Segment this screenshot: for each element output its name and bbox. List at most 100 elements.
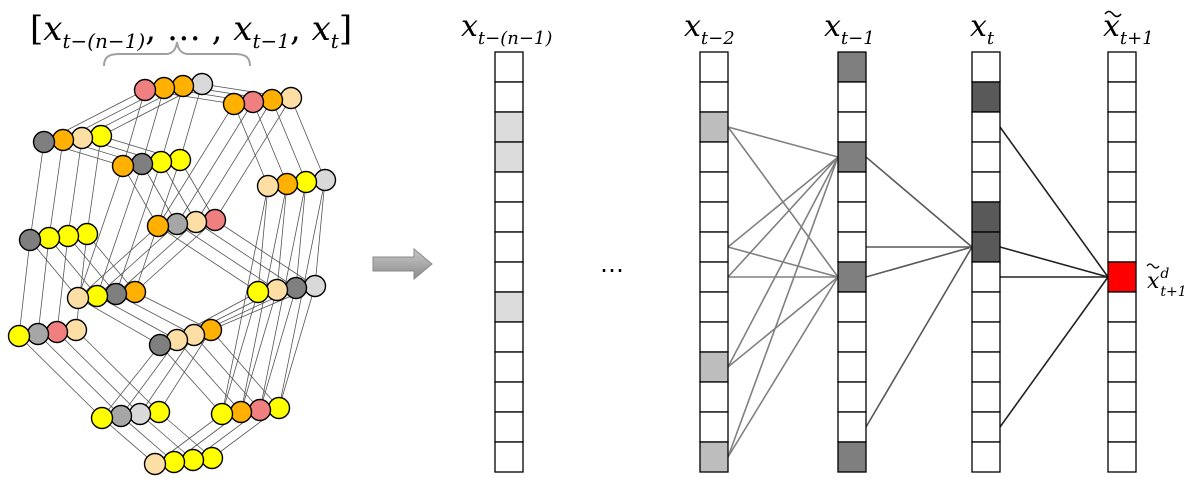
bond-line [115,221,197,295]
feature-cell [1107,381,1137,413]
feature-cell [971,321,1001,353]
atom-node [146,214,170,238]
bond-line [257,185,269,293]
feature-cell [1107,351,1137,383]
feature-cell [971,411,1001,443]
feature-cell-active [837,141,867,173]
feature-cell [699,201,729,233]
feature-cell [837,411,867,443]
feature-cell-active [494,291,524,323]
feature-cell-active [837,51,867,83]
bond-line [75,233,88,331]
bond-line [86,135,102,235]
bond-line [29,239,79,299]
feature-cell [699,291,729,323]
feature-cell [971,381,1001,413]
bond-line [139,413,194,461]
bond-line [115,161,162,295]
connection-lines [727,126,1109,458]
atom-node [148,333,172,357]
atom-node [184,210,208,234]
feature-cell [699,141,729,173]
bond-line [233,103,269,187]
connection-line [999,126,1109,278]
feature-cell-active [699,111,729,143]
feature-cell [971,441,1001,473]
feature-cell [1107,141,1137,173]
atom-node [267,396,291,420]
connection-line [727,156,839,368]
atom-node [168,148,192,172]
connection-line [727,156,839,278]
bond-line [160,85,184,163]
atom-node [89,124,113,148]
feature-cell [699,51,729,83]
atom-node [32,130,56,154]
atom-node [279,86,303,110]
atom-node [275,172,299,196]
atom-node [284,276,308,300]
connection-line [865,156,973,248]
feature-cell-active [699,351,729,383]
bond-line [259,287,297,411]
feature-cell-active [971,231,1001,263]
bond-line [122,165,159,227]
atom-node [294,170,318,194]
bond-line [139,334,195,415]
atom-node [190,72,214,96]
sequence-label: [xt−(n−1), … , xt−1, xt] [30,9,352,53]
atom-node [130,152,154,176]
atom-node [85,284,109,308]
connection-line [727,276,839,368]
connection-line [999,246,1109,278]
bond-line [240,289,278,413]
feature-cell-active [494,141,524,173]
connection-line [727,156,839,458]
feature-cell-active [971,81,1001,113]
atom-node [256,174,280,198]
molecule-bonds [18,83,326,465]
feature-cell-active [971,201,1001,233]
atom-node [123,280,147,304]
feature-cell [1107,51,1137,83]
bond-line [176,101,254,225]
feature-cell [494,171,524,203]
bond-line [48,237,98,297]
connection-line [727,126,839,158]
bond-line [96,223,178,297]
bond-line [101,344,161,419]
bond-line [86,233,136,293]
feature-cell-active [494,111,524,143]
feature-cell [1107,201,1137,233]
feature-cell [494,231,524,263]
bond-line [37,237,50,335]
feature-cell [699,81,729,113]
atom-node [133,78,157,102]
column-x-t-minus-2 [699,51,729,473]
feature-cell [837,231,867,263]
feature-cell-active [699,441,729,473]
bond-line [290,97,326,181]
feature-cell-active [837,441,867,473]
feature-cell [699,321,729,353]
bond-line [67,235,117,295]
atom-node [104,282,128,306]
feature-cell [971,291,1001,323]
bond-line [134,219,216,293]
bond-line [122,89,146,167]
feature-cell [837,381,867,413]
column-label: xt+1 [1103,9,1154,49]
bond-line [56,331,141,415]
bond-line [101,417,156,465]
feature-cell [699,231,729,263]
atom-node [51,128,75,152]
connection-line [999,276,1109,428]
column-labels: xt−(n−1) xt−2 xt−1 xt xt+1 [461,9,1154,49]
bond-line [252,101,288,185]
atom-node [37,226,61,250]
bond-line [221,185,269,415]
bond-line [221,291,259,415]
bond-line [278,285,316,409]
bond-line [77,297,161,346]
